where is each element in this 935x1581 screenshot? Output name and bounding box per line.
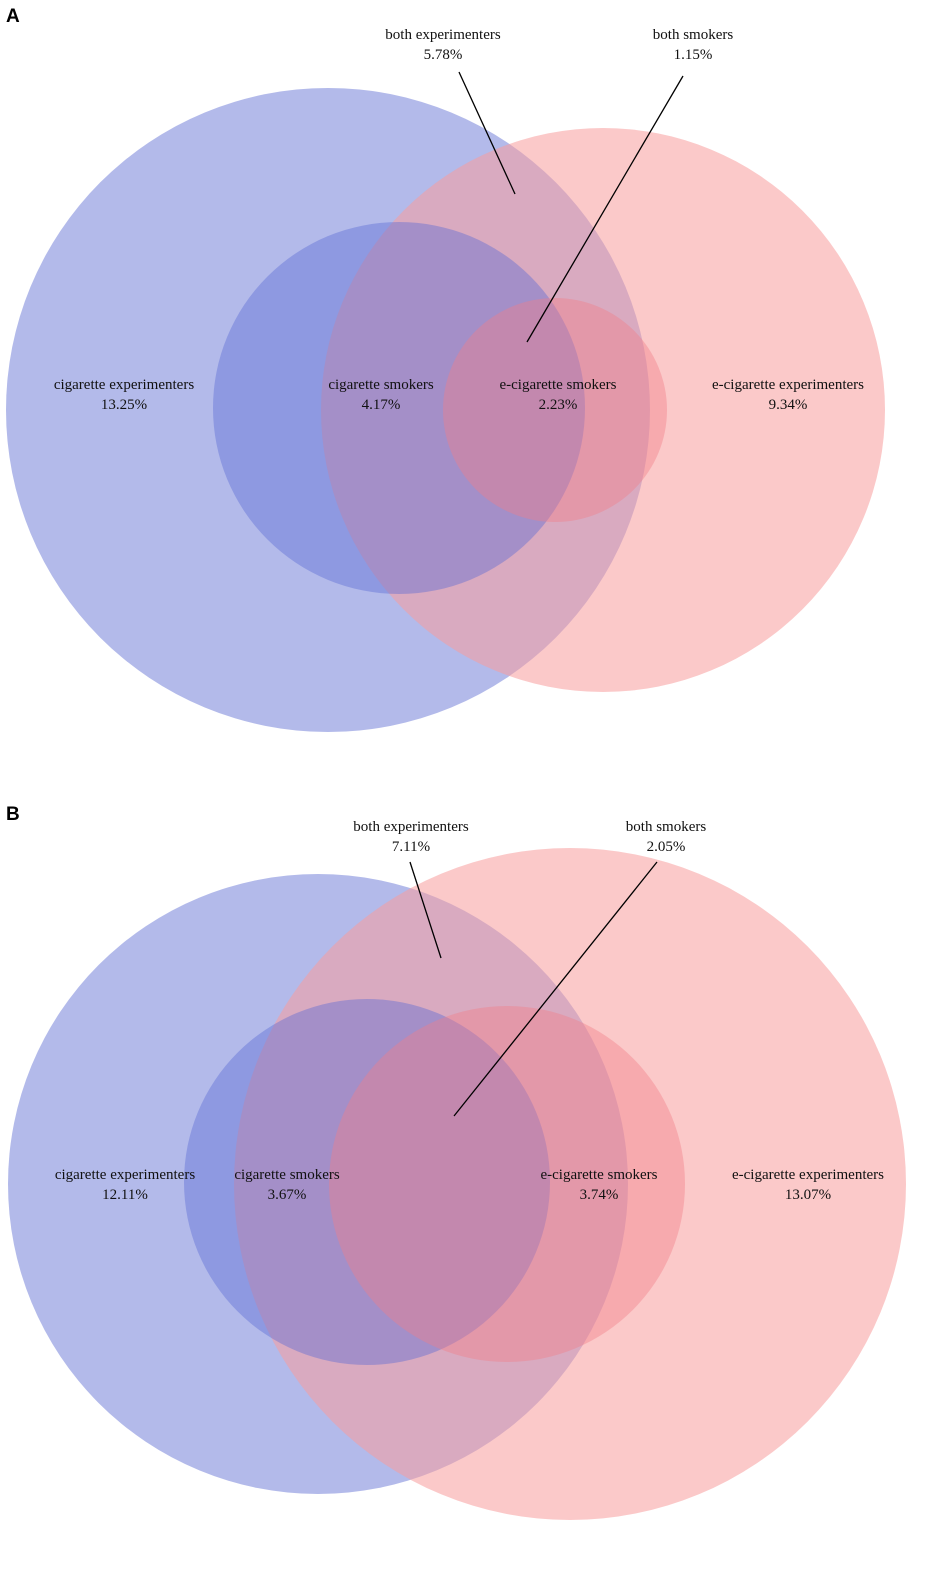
region-name: cigarette smokers [234,1167,340,1183]
region-name: both smokers [625,819,707,835]
region-value: 12.11% [102,1187,148,1203]
region-name: e-cigarette experimenters [732,1167,884,1183]
cigarette-smokers-circle [184,999,550,1365]
both-smokers-label: both smokers 1.15% [653,25,733,65]
cigarette-experimenters-label: cigarette experimenters 12.11% [55,1165,195,1205]
ecigarette-experimenters-circle [321,128,885,692]
venn-diagram-a [6,71,885,732]
both-experimenters-leader [409,861,442,959]
both-smokers-label: both smokers 2.05% [626,817,706,857]
venn-diagram-b [8,848,906,1520]
ecigarette-experimenters-label: e-cigarette experimenters 9.34% [712,375,864,415]
region-value: 7.11% [391,839,431,855]
both-experimenters-label: both experimenters 5.78% [385,25,500,65]
region-value: 2.05% [646,839,686,855]
both-smokers-leader [453,861,658,1117]
region-name: cigarette experimenters [53,377,195,393]
ecigarette-experimenters-label: e-cigarette experimenters 13.07% [732,1165,884,1205]
region-name: both experimenters [353,819,469,835]
ecigarette-experimenters-circle [234,848,906,1520]
region-name: both experimenters [385,27,501,43]
region-value: 4.17% [361,397,401,413]
region-name: both smokers [652,27,734,43]
ecigarette-smokers-label: e-cigarette smokers 3.74% [540,1165,657,1205]
panel-label-a: A [6,6,20,27]
region-value: 3.67% [267,1187,307,1203]
cigarette-smokers-circle [213,222,585,594]
region-value: 13.25% [100,397,148,413]
panel-a: A both experimenters 5.78% both smokers … [0,0,935,770]
region-name: e-cigarette smokers [540,1167,658,1183]
region-name: e-cigarette experimenters [712,377,864,393]
region-value: 5.78% [423,47,463,63]
cigarette-smokers-label: cigarette smokers 3.67% [234,1165,339,1205]
ecigarette-smokers-circle [443,298,667,522]
both-smokers-leader [526,75,684,343]
panel-label-b: B [6,804,20,825]
both-experimenters-leader [458,71,516,195]
ecigarette-smokers-label: e-cigarette smokers 2.23% [499,375,616,415]
region-name: e-cigarette smokers [499,377,617,393]
both-experimenters-label: both experimenters 7.11% [353,817,468,857]
region-value: 13.07% [784,1187,832,1203]
region-value: 9.34% [768,397,808,413]
region-value: 2.23% [538,397,578,413]
region-value: 3.74% [579,1187,619,1203]
region-value: 1.15% [673,47,713,63]
region-name: cigarette experimenters [54,1167,196,1183]
panel-b: B both experimenters 7.11% both smokers … [0,790,935,1581]
cigarette-experimenters-label: cigarette experimenters 13.25% [54,375,194,415]
region-name: cigarette smokers [328,377,434,393]
cigarette-smokers-label: cigarette smokers 4.17% [328,375,433,415]
ecigarette-smokers-circle [329,1006,685,1362]
